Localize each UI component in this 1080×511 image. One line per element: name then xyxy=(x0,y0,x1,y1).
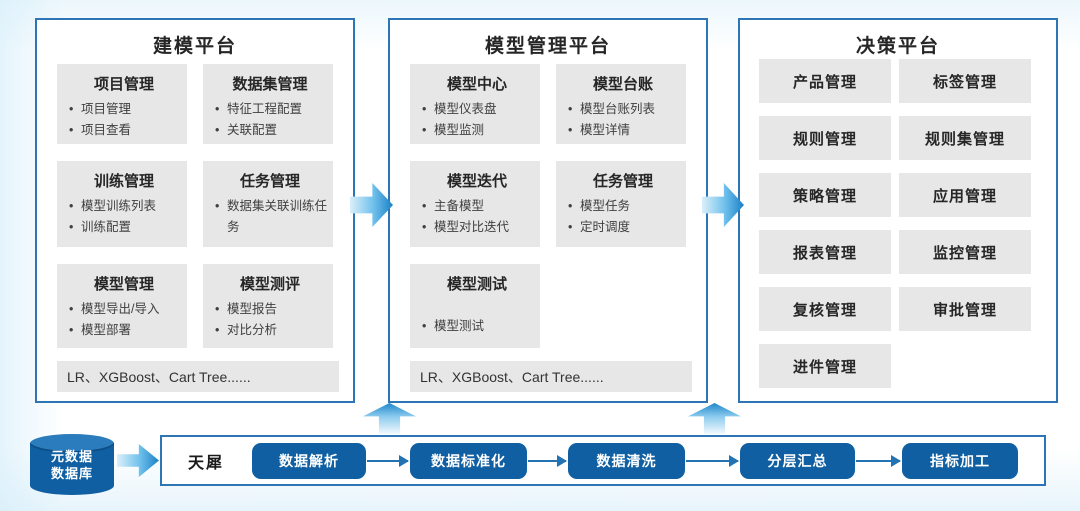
box-intake-mgmt: 进件管理 xyxy=(759,344,891,388)
module-task-mgmt: 任务管理 模型任务 定时调度 xyxy=(556,161,686,247)
pipeline-connector-arrow-icon xyxy=(528,455,567,467)
module-training-mgmt: 训练管理 模型训练列表 训练配置 xyxy=(57,161,187,247)
module-item: 模型仪表盘 xyxy=(420,99,534,120)
module-model-evaluation: 模型测评 模型报告 对比分析 xyxy=(203,264,333,348)
module-item: 数据集关联训练任务 xyxy=(213,196,327,237)
pipeline-connector-arrow-icon xyxy=(856,455,901,467)
module-item: 模型报告 xyxy=(213,299,327,320)
module-task-mgmt: 任务管理 数据集关联训练任务 xyxy=(203,161,333,247)
module-title: 模型中心 xyxy=(446,76,507,93)
panel-title-modeling: 建模平台 xyxy=(152,36,237,57)
module-item: 特征工程配置 xyxy=(213,99,327,120)
module-dataset-mgmt: 数据集管理 特征工程配置 关联配置 xyxy=(203,64,333,144)
module-item: 项目查看 xyxy=(67,120,181,141)
database-label-line2: 数据库 xyxy=(50,466,93,481)
module-model-center: 模型中心 模型仪表盘 模型监测 xyxy=(410,64,540,144)
box-ruleset-mgmt: 规则集管理 xyxy=(899,116,1031,160)
panel-modeling-platform: 建模平台 项目管理 项目管理 项目查看 数据集管理 特征工程配置 关联配置 训练… xyxy=(35,18,355,403)
model-management-modules: 模型中心 模型仪表盘 模型监测 模型台账 模型台账列表 模型详情 模型迭代 主备… xyxy=(410,64,686,348)
module-model-ledger: 模型台账 模型台账列表 模型详情 xyxy=(556,64,686,144)
box-rule-mgmt: 规则管理 xyxy=(759,116,891,160)
flow-arrow-right-icon xyxy=(350,183,393,227)
modeling-modules: 项目管理 项目管理 项目查看 数据集管理 特征工程配置 关联配置 训练管理 模型… xyxy=(57,64,333,348)
database-label: 元数据 数据库 xyxy=(30,448,114,482)
decision-modules: 产品管理 标签管理 规则管理 规则集管理 策略管理 应用管理 报表管理 监控管理… xyxy=(759,59,1031,388)
module-item: 主备模型 xyxy=(420,196,534,217)
algorithms-footer: LR、XGBoost、Cart Tree...... xyxy=(57,361,339,392)
flow-arrow-up-icon xyxy=(688,403,741,434)
module-model-mgmt: 模型管理 模型导出/导入 模型部署 xyxy=(57,264,187,348)
module-item: 项目管理 xyxy=(67,99,181,120)
module-title: 模型测评 xyxy=(239,276,300,293)
module-item: 模型训练列表 xyxy=(67,196,181,217)
module-title: 模型台账 xyxy=(592,76,653,93)
pipeline-step-data-standardization: 数据标准化 xyxy=(410,443,527,479)
module-item: 定时调度 xyxy=(566,217,680,238)
module-item: 模型对比迭代 xyxy=(420,217,534,238)
module-title: 项目管理 xyxy=(93,76,154,93)
pipeline-step-indicator-processing: 指标加工 xyxy=(902,443,1018,479)
algorithms-footer: LR、XGBoost、Cart Tree...... xyxy=(410,361,692,392)
module-title: 训练管理 xyxy=(93,173,154,190)
box-application-mgmt: 应用管理 xyxy=(899,173,1031,217)
module-model-testing: 模型测试 模型测试 xyxy=(410,264,540,348)
module-item: 模型测试 xyxy=(420,316,534,337)
module-project-mgmt: 项目管理 项目管理 项目查看 xyxy=(57,64,187,144)
box-product-mgmt: 产品管理 xyxy=(759,59,891,103)
module-item: 模型任务 xyxy=(566,196,680,217)
module-item: 模型部署 xyxy=(67,320,181,341)
database-cylinder-top xyxy=(30,434,114,453)
box-tag-mgmt: 标签管理 xyxy=(899,59,1031,103)
module-title: 模型测试 xyxy=(446,276,507,293)
module-item: 关联配置 xyxy=(213,120,327,141)
module-title: 任务管理 xyxy=(592,173,653,190)
pipeline-step-data-parsing: 数据解析 xyxy=(252,443,366,479)
box-monitoring-mgmt: 监控管理 xyxy=(899,230,1031,274)
box-approval-mgmt: 审批管理 xyxy=(899,287,1031,331)
module-title: 数据集管理 xyxy=(232,76,308,93)
database-cylinder-icon: 元数据 数据库 xyxy=(30,434,114,495)
pipeline-step-layered-aggregation: 分层汇总 xyxy=(740,443,855,479)
module-item: 模型详情 xyxy=(566,120,680,141)
module-title: 任务管理 xyxy=(239,173,300,190)
module-item: 对比分析 xyxy=(213,320,327,341)
box-review-mgmt: 复核管理 xyxy=(759,287,891,331)
pipeline-connector-arrow-icon xyxy=(686,455,739,467)
panel-title-decision: 决策平台 xyxy=(855,36,940,57)
module-item: 模型导出/导入 xyxy=(67,299,181,320)
panel-decision-platform: 决策平台 产品管理 标签管理 规则管理 规则集管理 策略管理 应用管理 报表管理… xyxy=(738,18,1058,403)
flow-arrow-up-icon xyxy=(363,403,416,434)
box-report-mgmt: 报表管理 xyxy=(759,230,891,274)
pipeline-step-data-cleaning: 数据清洗 xyxy=(568,443,685,479)
pipeline-connector-arrow-icon xyxy=(367,455,409,467)
box-strategy-mgmt: 策略管理 xyxy=(759,173,891,217)
module-model-iteration: 模型迭代 主备模型 模型对比迭代 xyxy=(410,161,540,247)
module-item: 模型监测 xyxy=(420,120,534,141)
module-title: 模型管理 xyxy=(93,276,154,293)
panel-title-model-management: 模型管理平台 xyxy=(484,36,611,57)
engine-name-label: 天犀 xyxy=(187,455,224,472)
module-title: 模型迭代 xyxy=(446,173,507,190)
database-label-line1: 元数据 xyxy=(50,449,93,464)
db-to-pipeline-arrow-icon xyxy=(117,444,159,477)
panel-model-management-platform: 模型管理平台 模型中心 模型仪表盘 模型监测 模型台账 模型台账列表 模型详情 … xyxy=(388,18,708,403)
module-item: 模型台账列表 xyxy=(566,99,680,120)
module-item: 训练配置 xyxy=(67,217,181,238)
